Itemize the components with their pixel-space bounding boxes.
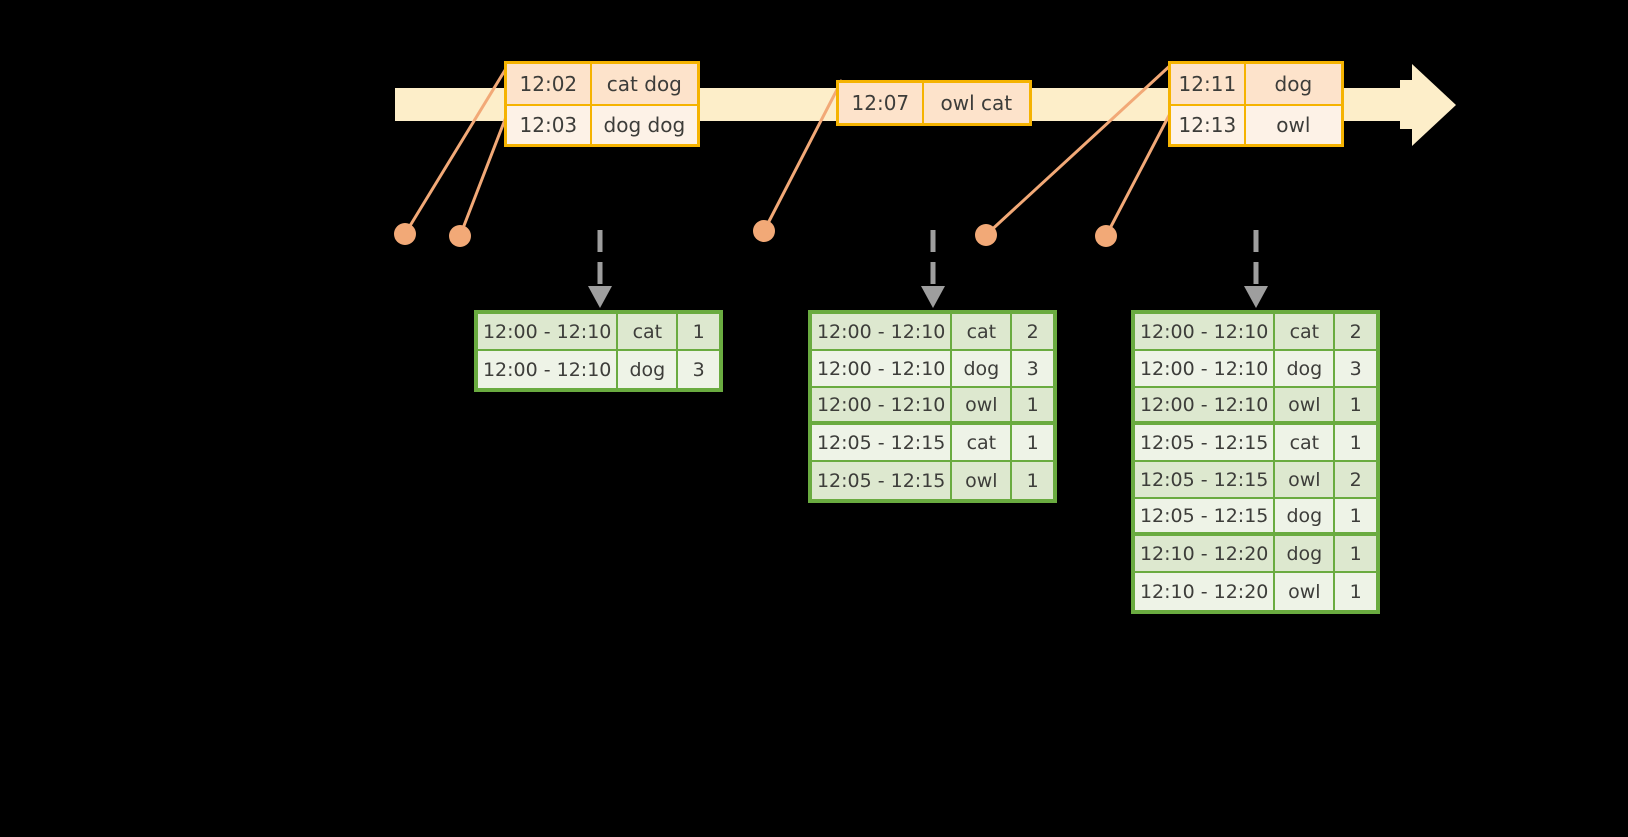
cell-window: 12:05 - 12:15 (1135, 499, 1276, 536)
cell-word: owl (952, 462, 1013, 499)
event-time: 12:07 (839, 83, 924, 123)
event-row: 12:03 dog dog (507, 104, 697, 144)
connector-dot-2 (449, 225, 471, 247)
event-time: 12:03 (507, 106, 592, 144)
down-arrow-2 (921, 230, 945, 308)
cell-count: 1 (1335, 499, 1376, 536)
cell-word: owl (952, 388, 1013, 425)
cell-window: 12:00 - 12:10 (812, 388, 953, 425)
event-row: 12:02 cat dog (507, 64, 697, 104)
cell-count: 2 (1335, 462, 1376, 499)
cell-window: 12:10 - 12:20 (1135, 573, 1276, 610)
cell-word: owl (1275, 388, 1336, 425)
cell-word: dog (618, 351, 679, 388)
cell-window: 12:05 - 12:15 (812, 462, 953, 499)
event-box-2: 12:07 owl cat (836, 80, 1032, 126)
cell-count: 2 (1335, 314, 1376, 351)
cell-window: 12:00 - 12:10 (1135, 314, 1276, 351)
cell-word: cat (952, 314, 1013, 351)
connector-dot-3 (753, 220, 775, 242)
cell-count: 1 (1335, 536, 1376, 573)
event-time: 12:11 (1171, 64, 1246, 104)
event-time: 12:02 (507, 64, 592, 104)
cell-word: dog (1275, 536, 1336, 573)
cell-count: 1 (1012, 462, 1053, 499)
cell-word: cat (1275, 314, 1336, 351)
cell-count: 1 (1012, 388, 1053, 425)
cell-window: 12:00 - 12:10 (1135, 388, 1276, 425)
connector-dot-1 (394, 223, 416, 245)
event-row: 12:07 owl cat (839, 83, 1029, 123)
cell-word: dog (1275, 351, 1336, 388)
cell-count: 1 (1012, 425, 1053, 462)
cell-word: dog (952, 351, 1013, 388)
cell-count: 1 (678, 314, 719, 351)
cell-window: 12:00 - 12:10 (478, 351, 619, 388)
event-words: cat dog (591, 64, 697, 104)
cell-window: 12:00 - 12:10 (812, 351, 953, 388)
cell-count: 3 (1335, 351, 1376, 388)
cell-window: 12:05 - 12:15 (1135, 425, 1276, 462)
event-time: 12:13 (1171, 106, 1246, 144)
cell-count: 3 (1012, 351, 1053, 388)
down-arrow-1 (588, 230, 612, 308)
cell-count: 1 (1335, 388, 1376, 425)
cell-window: 12:00 - 12:10 (812, 314, 953, 351)
event-box-1: 12:02 cat dog 12:03 dog dog (504, 61, 700, 147)
cell-word: owl (1275, 573, 1336, 610)
cell-count: 1 (1335, 425, 1376, 462)
event-box-3: 12:11 dog 12:13 owl (1168, 61, 1344, 147)
cell-window: 12:00 - 12:10 (1135, 351, 1276, 388)
cell-window: 12:10 - 12:20 (1135, 536, 1276, 573)
down-arrow-3 (1244, 230, 1268, 308)
cell-word: owl (1275, 462, 1336, 499)
cell-window: 12:05 - 12:15 (812, 425, 953, 462)
connector-dot-5 (1095, 225, 1117, 247)
connector-dot-4 (975, 224, 997, 246)
cell-count: 1 (1335, 573, 1376, 610)
event-words: owl cat (923, 83, 1029, 123)
cell-count: 3 (678, 351, 719, 388)
event-words: dog (1245, 64, 1341, 104)
event-row: 12:13 owl (1171, 104, 1341, 144)
event-row: 12:11 dog (1171, 64, 1341, 104)
cell-count: 2 (1012, 314, 1053, 351)
cell-word: cat (1275, 425, 1336, 462)
cell-window: 12:00 - 12:10 (478, 314, 619, 351)
cell-word: cat (618, 314, 679, 351)
event-words: owl (1245, 106, 1341, 144)
cell-word: cat (952, 425, 1013, 462)
event-words: dog dog (591, 106, 697, 144)
timeline-arrowhead-icon (1412, 64, 1456, 146)
cell-window: 12:05 - 12:15 (1135, 462, 1276, 499)
cell-word: dog (1275, 499, 1336, 536)
